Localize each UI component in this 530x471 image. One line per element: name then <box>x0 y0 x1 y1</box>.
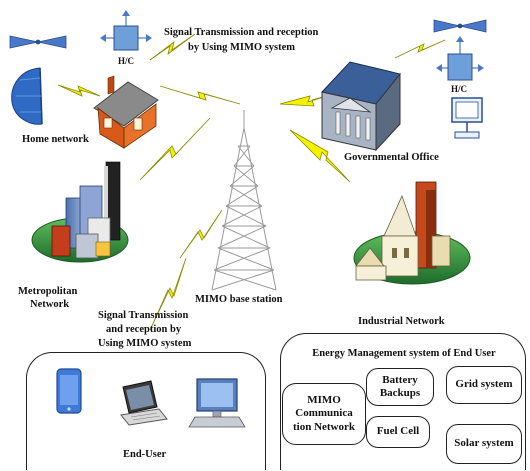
city-buildings-icon <box>51 161 121 259</box>
signal-left-line3: Using MIMO system <box>98 338 192 349</box>
lightning-bolt <box>149 257 187 331</box>
hc-box-left: H/C <box>100 10 152 66</box>
signal-left-line1: Signal Transmission <box>98 310 189 321</box>
desktop-computer-icon <box>188 378 246 428</box>
lightning-bolt <box>179 209 223 259</box>
end-user-label: End-User <box>123 449 167 460</box>
energy-panel-title: Energy Management system of End User <box>312 348 496 359</box>
lightning-bolt <box>394 39 446 59</box>
smartphone-icon <box>56 368 82 414</box>
home-network-group: H/C Home network <box>9 10 159 149</box>
laptop-icon <box>120 380 168 426</box>
antenna-icon <box>9 35 67 49</box>
hc-box-right: H/C <box>436 36 484 94</box>
top-title-line2: by Using MIMO system <box>188 42 295 53</box>
home-network-label: Home network <box>22 134 89 145</box>
lightning-bolt <box>159 85 241 105</box>
solar-system-box: Solar system <box>446 424 522 464</box>
government-building-icon <box>321 61 401 152</box>
lightning-bolt <box>149 33 196 61</box>
computer-icon <box>451 97 483 139</box>
battery-backups-box: Battery Backups <box>366 368 434 406</box>
mimo-base-station-label: MIMO base station <box>195 294 283 305</box>
industrial-buildings-icon <box>355 181 451 281</box>
metropolitan-label-line1: Metropolitan <box>18 286 77 297</box>
hc-label-left: H/C <box>118 56 134 66</box>
satellite-dish-icon <box>11 67 43 125</box>
end-user-devices: End-User <box>56 368 246 460</box>
lightning-bolt <box>57 84 101 97</box>
end-user-panel: End-User <box>26 352 266 470</box>
antenna-icon <box>433 19 487 33</box>
grid-system-box: Grid system <box>446 366 522 404</box>
hc-label-right: H/C <box>451 84 467 94</box>
top-title-line1: Signal Transmission and reception <box>164 27 318 38</box>
mimo-communication-box: MIMO Communica tion Network <box>282 383 366 445</box>
house-icon <box>93 75 159 149</box>
governmental-office-label: Governmental Office <box>344 152 439 163</box>
governmental-office-group: H/C Governmental Office <box>321 19 487 163</box>
metropolitan-network-group: Metropolitan Network <box>18 161 129 310</box>
mimo-tower-icon <box>211 110 277 291</box>
lightning-bolt <box>139 117 211 181</box>
lightning-bolt <box>289 129 351 183</box>
metropolitan-label-line2: Network <box>30 299 69 310</box>
fuel-cell-box: Fuel Cell <box>366 416 430 448</box>
industrial-network-label: Industrial Network <box>358 316 445 327</box>
industrial-network-group: Industrial Network <box>353 181 471 327</box>
signal-left-line2: and reception by <box>106 324 182 335</box>
